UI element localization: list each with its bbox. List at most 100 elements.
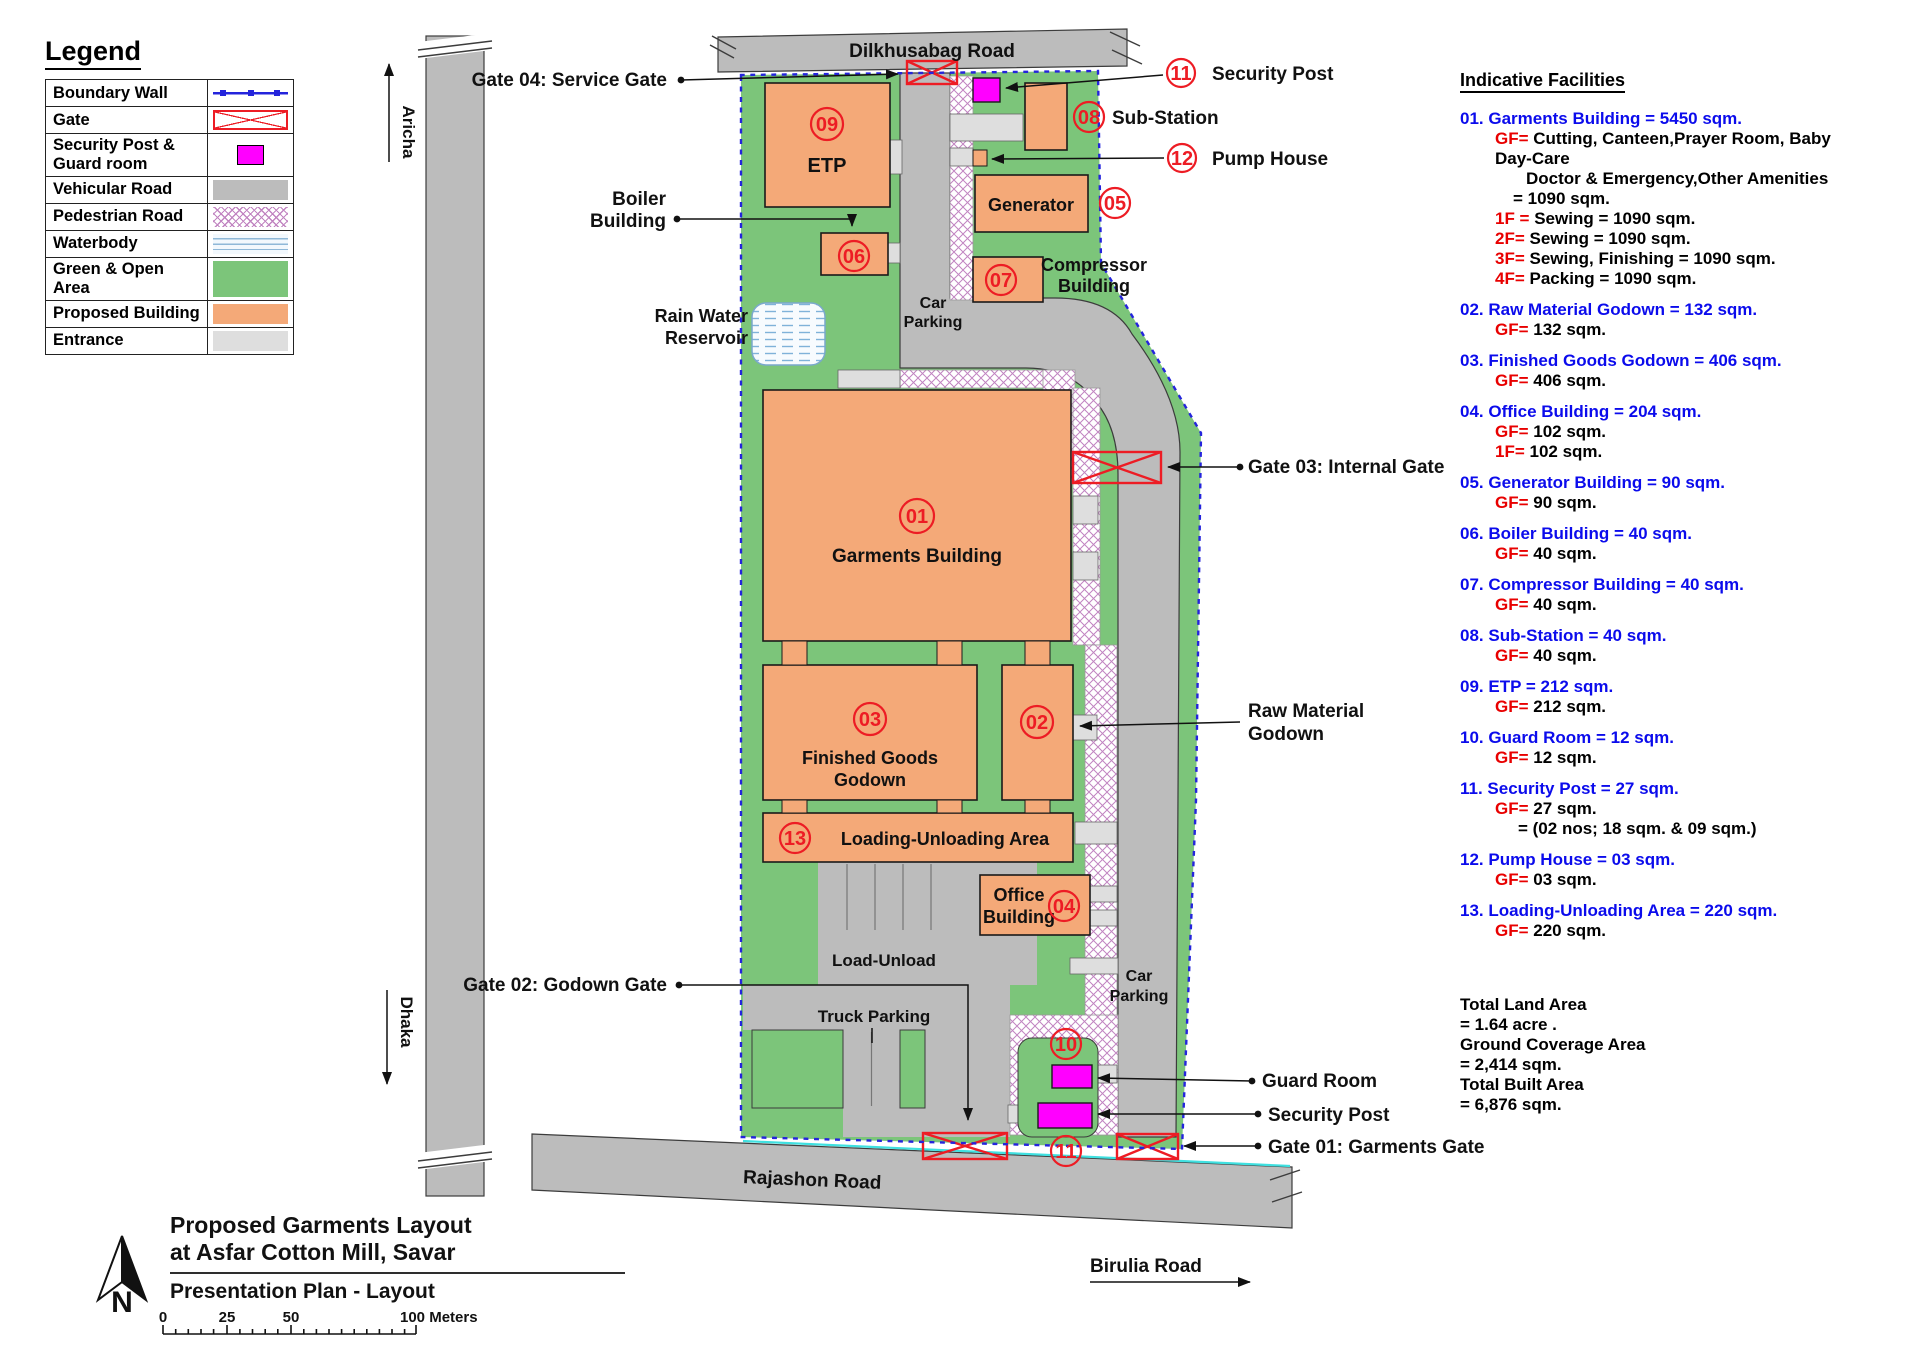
car-parking-top-2: Parking (904, 314, 963, 331)
facility-title: 02. Raw Material Godown = 132 sqm. (1460, 300, 1758, 319)
legend-label-boundary: Boundary Wall (45, 79, 208, 107)
gate03-label: Gate 03: Internal Gate (1248, 457, 1444, 478)
facility-row: = 1090 sqm. (1513, 189, 1610, 208)
facility-title: 10. Guard Room = 12 sqm. (1460, 728, 1674, 747)
floor-prefix: GF= (1495, 870, 1534, 889)
floor-prefix: GF= (1495, 646, 1534, 665)
floor-prefix: GF= (1495, 320, 1534, 339)
floor-prefix: GF= (1495, 544, 1534, 563)
total-line: Total Land Area (1460, 995, 1587, 1014)
scale-0: 0 (159, 1309, 167, 1326)
floor-prefix: 1F = (1495, 209, 1535, 228)
indicative-facilities: Indicative Facilities 01. Garments Build… (1460, 70, 1852, 1115)
pump-house (972, 149, 988, 167)
legend-row-water: Waterbody (45, 229, 294, 258)
office-number: 04 (1053, 896, 1076, 918)
facility-section-13: 13. Loading-Unloading Area = 220 sqm.GF=… (1460, 901, 1852, 941)
plan-title-line1: Proposed Garments Layout (170, 1212, 472, 1238)
legend-row-green: Green & Open Area (45, 256, 294, 301)
dilkhusabag-road (717, 28, 1128, 73)
facility-section-02: 02. Raw Material Godown = 132 sqm.GF= 13… (1460, 300, 1852, 340)
boiler-label-2: Building (590, 211, 666, 232)
water-swatch-icon (213, 233, 288, 254)
legend-label-building: Proposed Building (45, 299, 208, 328)
security-post-top (972, 77, 1001, 103)
generator-label: Generator (988, 195, 1074, 215)
floor-prefix: GF= (1495, 371, 1534, 390)
gates (905, 59, 1180, 1161)
total-line: Ground Coverage Area (1460, 1035, 1646, 1054)
boiler-label-1: Boiler (612, 189, 666, 210)
plan-title-line2: at Asfar Cotton Mill, Savar (170, 1239, 455, 1265)
area-labels: Rain Water Reservoir Car Parking Car Par… (655, 295, 1168, 1043)
total-line: = 1.64 acre . (1460, 1015, 1557, 1034)
gate04-label: Gate 04: Service Gate (472, 70, 667, 91)
facility-title: 13. Loading-Unloading Area = 220 sqm. (1460, 901, 1778, 920)
north-arrow: N (95, 1235, 149, 1319)
facility-section-03: 03. Finished Goods Godown = 406 sqm.GF= … (1460, 351, 1852, 391)
car-parking-top-1: Car (920, 295, 947, 312)
loading-unloading-area (762, 812, 1074, 863)
annotation-leaders: Gate 04: Service Gate Boiler Building 11… (463, 57, 1484, 1158)
boiler-number: 06 (843, 246, 865, 268)
substation-number: 08 (1078, 107, 1100, 129)
compressor-number: 07 (990, 270, 1012, 292)
road-break-marks (417, 31, 1303, 1203)
facility-title: 01. Garments Building = 5450 sqm. (1460, 109, 1743, 128)
facility-row: 4F= Packing = 1090 sqm. (1495, 269, 1697, 288)
legend-row-entrance: Entrance (45, 326, 294, 355)
scale-25: 25 (219, 1309, 236, 1326)
compressor-label-1: Compressor (1041, 255, 1147, 275)
building-labels: 09 ETP 06 Generator 05 07 Compressor Bui… (778, 100, 1219, 1168)
facility-title: 03. Finished Goods Godown = 406 sqm. (1460, 351, 1782, 370)
facility-title: 08. Sub-Station = 40 sqm. (1460, 626, 1667, 645)
facility-row: GF= 220 sqm. (1495, 921, 1607, 940)
facility-section-07: 07. Compressor Building = 40 sqm.GF= 40 … (1460, 575, 1852, 615)
facility-row: GF= 212 sqm. (1495, 697, 1607, 716)
security-top-label: Security Post (1212, 64, 1334, 85)
legend-swatch-water (207, 229, 294, 258)
title-block: N Proposed Garments Layout at Asfar Cott… (95, 1212, 625, 1335)
compressor-label-2: Building (1058, 276, 1130, 296)
facility-title: 04. Office Building = 204 sqm. (1460, 402, 1702, 421)
buildings (762, 77, 1093, 1129)
gate-03 (1071, 450, 1163, 485)
facilities-list: 01. Garments Building = 5450 sqm.GF= Cut… (1460, 109, 1852, 941)
legend-row-pedestrian: Pedestrian Road (45, 202, 294, 231)
roads (425, 28, 1293, 1229)
facility-section-05: 05. Generator Building = 90 sqm.GF= 90 s… (1460, 473, 1852, 513)
pump-label: Pump House (1212, 149, 1328, 170)
total-line: = 6,876 sqm. (1460, 1095, 1562, 1114)
facility-row: GF= 90 sqm. (1495, 493, 1597, 512)
legend-swatch-vehicular (207, 175, 294, 204)
finished-goods-label-1: Finished Goods (802, 748, 938, 768)
aricha-label: Aricha (399, 106, 418, 159)
scale-bar: 0 25 50 100 Meters (159, 1309, 478, 1335)
facility-section-10: 10. Guard Room = 12 sqm.GF= 12 sqm. (1460, 728, 1852, 768)
legend-label-entrance: Entrance (45, 326, 208, 355)
legend-swatch-post (207, 133, 294, 177)
facility-section-12: 12. Pump House = 03 sqm.GF= 03 sqm. (1460, 850, 1852, 890)
truck-parking-label: Truck Parking (818, 1007, 930, 1026)
facility-title: 06. Boiler Building = 40 sqm. (1460, 524, 1692, 543)
floor-prefix: GF= (1495, 493, 1534, 512)
internal-ring-road (899, 72, 1181, 1138)
garments-label: Garments Building (832, 546, 1002, 567)
legend-row-gate: Gate (45, 106, 294, 134)
legend-swatch-pedestrian (207, 202, 294, 231)
etp-building (764, 82, 891, 208)
rain-water-reservoir (751, 302, 826, 366)
sub-station-building (1024, 82, 1068, 151)
north-letter: N (111, 1286, 133, 1319)
legend-swatch-boundary (207, 79, 294, 107)
rain-water-label-2: Reservoir (665, 328, 748, 348)
total-line: Total Built Area (1460, 1075, 1584, 1094)
rain-water-label-1: Rain Water (655, 306, 748, 326)
facility-row: Doctor & Emergency,Other Amenities (1526, 169, 1829, 188)
etp-number: 09 (816, 114, 838, 136)
facility-row: GF= Cutting, Canteen,Prayer Room, Baby D… (1495, 129, 1831, 168)
building-swatch-icon (213, 303, 288, 324)
garments-number: 01 (906, 506, 928, 528)
etp-label: ETP (808, 155, 847, 177)
